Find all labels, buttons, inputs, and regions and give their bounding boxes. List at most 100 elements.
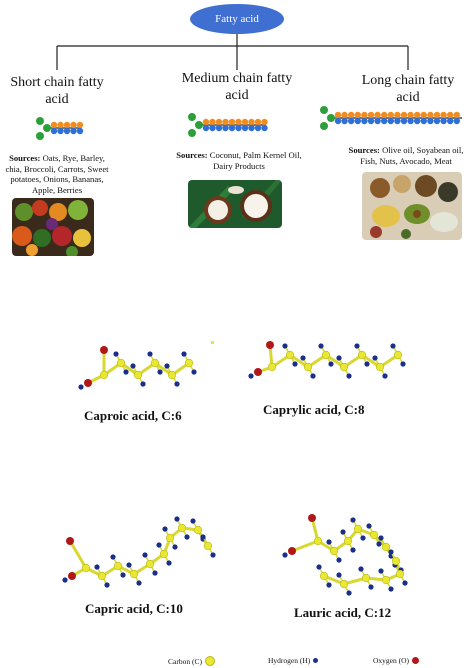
hydrogen-atom [336,355,342,361]
oxygen-atom [84,379,92,387]
hydrogen-atom [156,542,162,548]
chain-bead [348,111,355,119]
hydrogen-atom [152,570,158,576]
carbon-atom [285,350,295,360]
medium-sources-text: Coconut, Palm Kernel Oil, Dairy Products [209,150,302,171]
carbon-atom [381,575,391,585]
chain-bead [248,118,255,126]
chain-bead [341,117,348,125]
carbon-atom [97,571,107,581]
hydrogen-atom [400,361,406,367]
hydrogen-atom [354,343,360,349]
hydrogen-atom [372,355,378,361]
carbon-atom [361,573,371,583]
chain-bead [235,118,242,126]
hydrogen-atom [120,572,126,578]
hydrogen-atom [147,351,153,357]
hydrogen-atom [200,534,206,540]
chain-bead [50,127,58,135]
hydrogen-atom [164,363,170,369]
caproic-acid-model [78,346,197,390]
fatty-acid-root: Fatty acid [190,4,284,34]
hydrogen-atom [378,568,384,574]
carbon-atom [133,370,143,380]
chain-bead [248,124,255,132]
hydrogen-atom [360,535,366,541]
hydrogen-atom [336,572,342,578]
chain-bead [361,117,368,125]
legend-hydrogen: Hydrogen (H) [268,656,319,665]
hydrogen-atom [142,552,148,558]
hydrogen-atom [326,582,332,588]
hydrogen-atom [382,373,388,379]
carbon-atom [167,370,177,380]
hydrogen-atom [248,373,254,379]
carbon-atom [159,549,169,559]
chain-bead [334,111,342,119]
chain-bead [400,111,408,119]
capric-acid-model [62,516,216,588]
carbon-atom [381,542,391,552]
chain-bead [222,118,229,126]
chain-bead [387,111,394,119]
hydrogen-atom [282,552,288,558]
long-sources-label: Sources: [348,145,380,155]
hydrogen-atom [390,343,396,349]
hydrogen-atom [326,539,332,545]
chain-bead [394,117,401,125]
hydrogen-atom [346,590,352,596]
chain-bead [387,117,394,125]
carbon-atom [319,571,329,581]
chain-bead [394,111,401,119]
legend-oxygen-label: Oxygen (O) [373,656,410,665]
hydrogen-atom [78,384,84,390]
hydrogen-atom [292,361,298,367]
chain-bead [447,111,454,119]
carbon-atom [313,536,323,546]
carbon-atom [357,350,367,360]
caprylic-acid-model [248,341,406,379]
chain-bead [414,111,421,119]
hydrogen-atom [184,534,190,540]
carbon-atom [339,362,349,372]
chain-bead [374,117,381,125]
hydrogen-atom [376,541,382,547]
oxygen-atom [308,514,316,522]
hydrogen-atom [130,363,136,369]
carbon-atom [395,569,405,579]
hydrogen-atom [336,557,342,563]
chain-bead [261,124,268,132]
hydrogen-atom [123,369,129,375]
chain-bead [63,127,71,135]
chain-bead [453,111,460,119]
carbon-atom [329,546,339,556]
hydrogen-atom [104,582,110,588]
chain-bead [209,118,216,126]
hydrogen-atom [300,355,306,361]
chain-bead [254,118,262,126]
medium-chain-food-image [188,180,282,228]
chain-bead [453,117,460,125]
chain-bead [341,111,348,119]
medium-chain-sources: Sources: Coconut, Palm Kernel Oil, Dairy… [168,150,310,171]
chain-bead [414,117,421,125]
chain-bead [348,117,355,125]
carbon-atom [267,362,277,372]
chain-bead [241,118,249,126]
hydrogen-atom [174,516,180,522]
hydrogen-swatch-icon [313,658,319,663]
carbon-atom [81,563,91,573]
chain-bead [427,111,434,119]
carbon-atom [145,559,155,569]
hydrogen-atom [190,518,196,524]
chain-bead [367,111,375,119]
chain-bead [433,117,441,125]
caprylic-acid-label: Caprylic acid, C:8 [263,402,365,417]
hydrogen-atom [366,523,372,529]
chain-bead [447,117,454,125]
hydrogen-atom [181,351,187,357]
medium-chain-title-line2: acid [225,88,249,103]
hydrogen-atom [388,549,394,555]
long-chain-title: Long chain fatty acid [344,72,472,106]
